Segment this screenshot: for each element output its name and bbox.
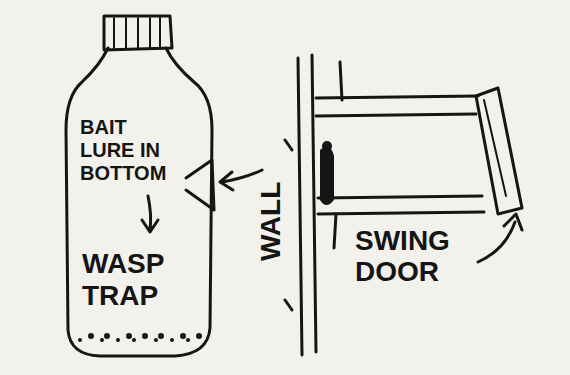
wall-line <box>312 55 316 352</box>
bait-crumb <box>154 338 158 342</box>
door-frame <box>334 214 336 248</box>
door-label: SWING DOOR <box>355 226 485 288</box>
bait-crumb <box>78 338 82 342</box>
trap-title: WASP TRAP <box>82 248 192 312</box>
door-frame <box>316 114 476 116</box>
bait-crumb <box>132 338 136 342</box>
door-frame <box>318 196 482 198</box>
door-frame <box>318 212 484 214</box>
bait-note: BAIT LURE IN BOTTOM <box>80 116 180 185</box>
arrow-head <box>220 172 233 190</box>
pointer-arrow <box>478 222 515 262</box>
bait-crumb <box>142 333 148 339</box>
bait-crumb <box>196 333 202 339</box>
bait-crumb <box>186 338 190 342</box>
bottle-stroke <box>186 160 214 210</box>
arrow-head <box>504 214 522 230</box>
hinge <box>322 141 332 151</box>
bait-crumb <box>104 333 110 339</box>
bottle-stroke <box>114 18 160 48</box>
door-panel <box>476 88 522 214</box>
door-frame <box>340 62 342 100</box>
bait-crumb <box>180 333 186 339</box>
bait-crumb <box>100 338 104 342</box>
bottle-trap: BAIT LURE IN BOTTOM WASP TRAP <box>60 10 220 362</box>
bait-crumb <box>88 333 94 339</box>
wall-line <box>298 58 302 355</box>
wall-label: WALL <box>256 182 287 261</box>
bait-crumb <box>158 333 164 339</box>
bottle-stroke <box>142 196 158 232</box>
bait-crumb <box>170 338 174 342</box>
hinge <box>320 146 334 205</box>
bottle-stroke <box>66 48 212 356</box>
bait-crumb <box>126 333 132 339</box>
door-panel <box>484 100 506 196</box>
bait-crumb <box>116 338 120 342</box>
bottle-stroke <box>104 16 172 50</box>
door-frame <box>316 96 478 98</box>
